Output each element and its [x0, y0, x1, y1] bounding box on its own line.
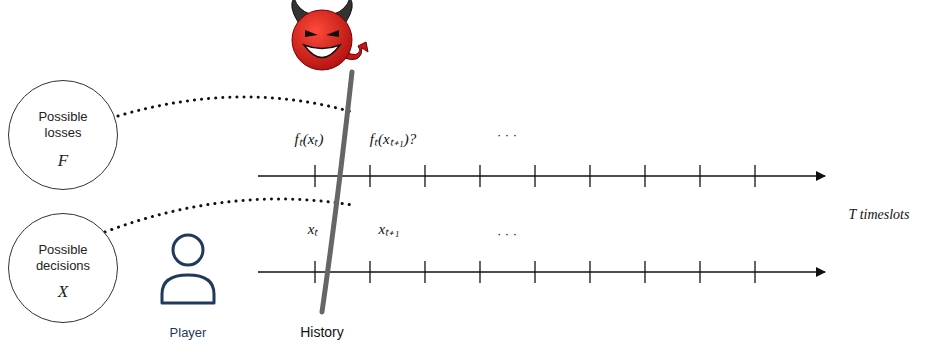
- history-label: History: [300, 324, 344, 340]
- set-circle: Possible lossesF: [8, 80, 118, 190]
- set-symbol: X: [21, 282, 105, 302]
- ellipsis: · · ·: [497, 226, 517, 241]
- history-curve: [322, 72, 352, 312]
- axis-label: T timeslots: [849, 207, 910, 223]
- ellipsis: · · ·: [497, 127, 517, 142]
- player-label: Player: [170, 325, 207, 340]
- set-symbol: F: [21, 151, 105, 171]
- dotted-leader: [118, 97, 352, 116]
- loss-label: fₜ(xₜ₊₁)?: [370, 128, 417, 148]
- set-circle: Possible decisionsX: [8, 213, 118, 323]
- set-caption: Possible losses: [21, 109, 105, 140]
- loss-label: fₜ(xₜ): [295, 128, 324, 148]
- player-icon: [162, 235, 214, 303]
- devil-illustration: [292, 0, 368, 70]
- set-caption: Possible decisions: [21, 242, 105, 273]
- timeline: [258, 165, 825, 283]
- decision-label: xₜ₊₁: [379, 218, 400, 238]
- decision-label: xₜ: [308, 218, 319, 238]
